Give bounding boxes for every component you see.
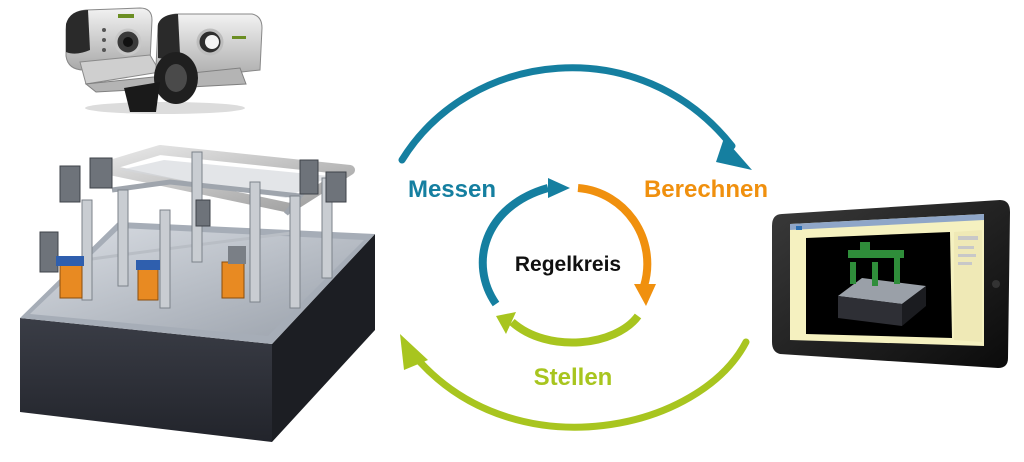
compute-label: Berechnen [644,176,768,203]
measuring-fixture-icon [20,145,375,442]
adjust-arrow [400,334,750,431]
measure-label: Messen [408,176,496,203]
adjust-label: Stellen [534,364,613,391]
control-loop-ring [478,178,656,347]
center-label: Regelkreis [515,253,621,276]
measure-arrow [398,64,752,170]
tablet-software-icon [772,200,1010,368]
3d-scanner-camera-icon [65,7,263,114]
